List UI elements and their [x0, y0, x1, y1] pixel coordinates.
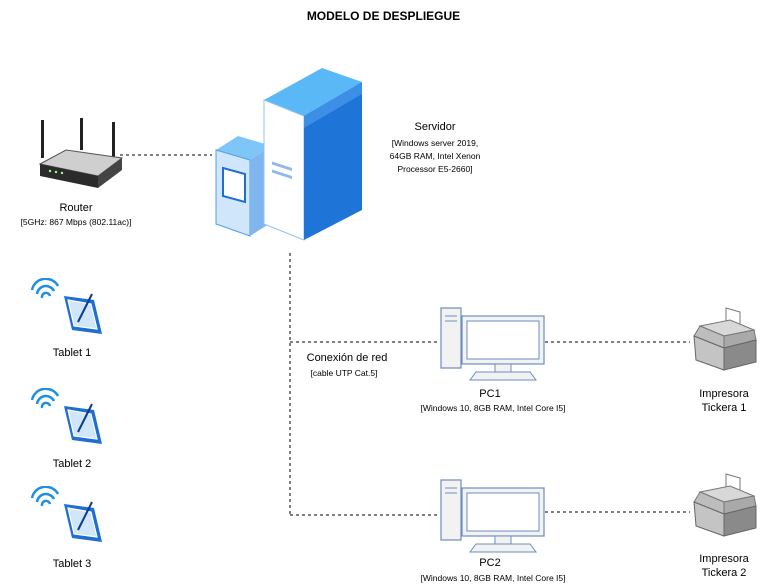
tablet1-label: Tablet 1	[52, 347, 92, 359]
server-spec-line: 64GB RAM, Intel Xenon	[389, 150, 481, 161]
printer-label-line: Impresora	[699, 388, 749, 400]
tablet-icon	[30, 486, 102, 542]
server-spec: [Windows server 2019, 64GB RAM, Intel Xe…	[362, 137, 508, 175]
pc1-label: PC1	[479, 388, 501, 400]
printer-label-line: Impresora	[699, 553, 749, 565]
printer1-label: Impresora Tickera 1	[676, 388, 767, 416]
server-label: Servidor	[414, 121, 456, 133]
printer-label-line: Tickera 2	[701, 566, 747, 579]
printer-icon	[693, 307, 757, 371]
pc2-spec: [Windows 10, 8GB RAM, Intel Core I5]	[420, 573, 566, 583]
tablet2-label: Tablet 2	[52, 458, 92, 470]
server-spec-line: Processor E5-2660]	[397, 163, 473, 174]
server-icon	[215, 68, 362, 241]
server-spec-line: [Windows server 2019,	[391, 138, 479, 148]
pc1-spec: [Windows 10, 8GB RAM, Intel Core I5]	[420, 403, 566, 413]
pc-icon	[440, 479, 545, 553]
router-icon	[38, 118, 124, 188]
router-label: Router	[59, 202, 93, 214]
tablet-icon	[30, 278, 102, 334]
printer-label-line: Tickera 1	[701, 401, 747, 414]
connection-spec: [cable UTP Cat.5]	[310, 368, 378, 378]
tablet3-label: Tablet 3	[52, 558, 92, 570]
tablet-icon	[30, 388, 102, 444]
pc2-label: PC2	[479, 557, 501, 569]
printer2-label: Impresora Tickera 2	[676, 553, 767, 581]
diagram-title: MODELO DE DESPLIEGUE	[306, 9, 461, 23]
router-spec: [5GHz: 867 Mbps (802.11ac)]	[20, 217, 132, 227]
pc-icon	[440, 307, 545, 381]
connection-label: Conexión de red	[306, 352, 388, 364]
printer-icon	[693, 473, 757, 537]
